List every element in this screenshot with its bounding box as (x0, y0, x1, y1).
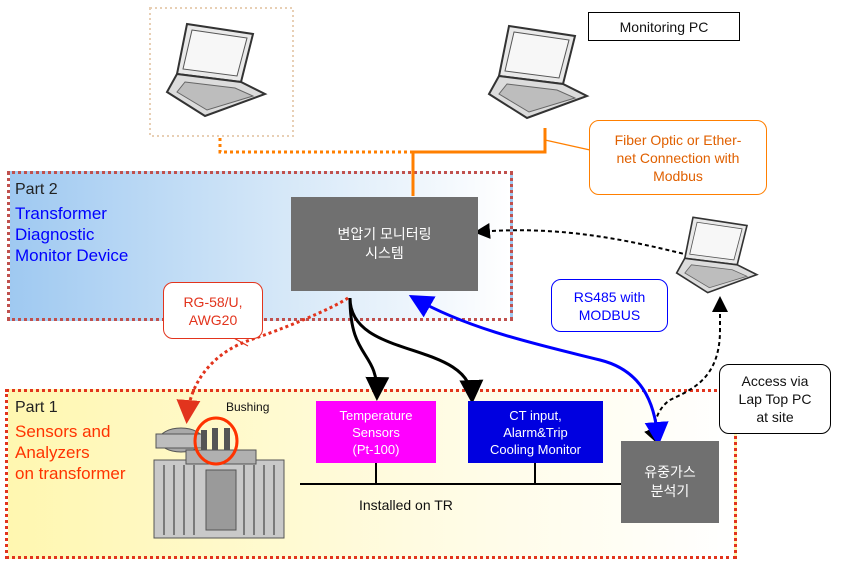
bushing-highlight (193, 416, 239, 466)
part1-subtitle: Sensors and Analyzers on transformer (15, 422, 126, 483)
installed-label: Installed on TR (359, 497, 453, 513)
rg58-callout: RG-58/U, AWG20 (163, 282, 263, 339)
part2-title: Part 2 (15, 181, 58, 198)
bus-drops (375, 462, 536, 484)
laptop-link-arrow (474, 223, 704, 263)
laptop-icon (487, 24, 590, 120)
gas-analyzer-box: 유중가스 분석기 (621, 441, 719, 523)
rg58-line (176, 296, 349, 424)
fiber-callout-pointer (544, 139, 591, 151)
bushing-label: Bushing (226, 400, 270, 414)
fiber-callout: Fiber Optic or Ether- net Connection wit… (589, 120, 767, 195)
ct-input-box: CT input, Alarm&Trip Cooling Monitor (468, 401, 603, 463)
part1-title: Part 1 (15, 399, 58, 416)
laptop-access-callout: Access via Lap Top PC at site (719, 364, 831, 434)
rs485-line (408, 295, 669, 446)
laptop-frame (149, 7, 294, 137)
monitoring-system-box: 변압기 모니터링 시스템 (291, 197, 478, 291)
line-to-temperature (348, 297, 390, 401)
laptop-icon (675, 216, 759, 294)
fiber-line-dotted (218, 138, 413, 154)
fiber-line-solid (413, 128, 547, 154)
line-to-ct (348, 297, 484, 404)
laptop-icon (165, 22, 268, 118)
rs485-callout: RS485 with MODBUS (551, 279, 668, 332)
temperature-sensors-box: Temperature Sensors (Pt-100) (316, 401, 436, 463)
transformer-image (153, 427, 285, 539)
part2-subtitle: Transformer Diagnostic Monitor Device (15, 204, 129, 265)
monitoring-pc-label: Monitoring PC (588, 12, 740, 41)
